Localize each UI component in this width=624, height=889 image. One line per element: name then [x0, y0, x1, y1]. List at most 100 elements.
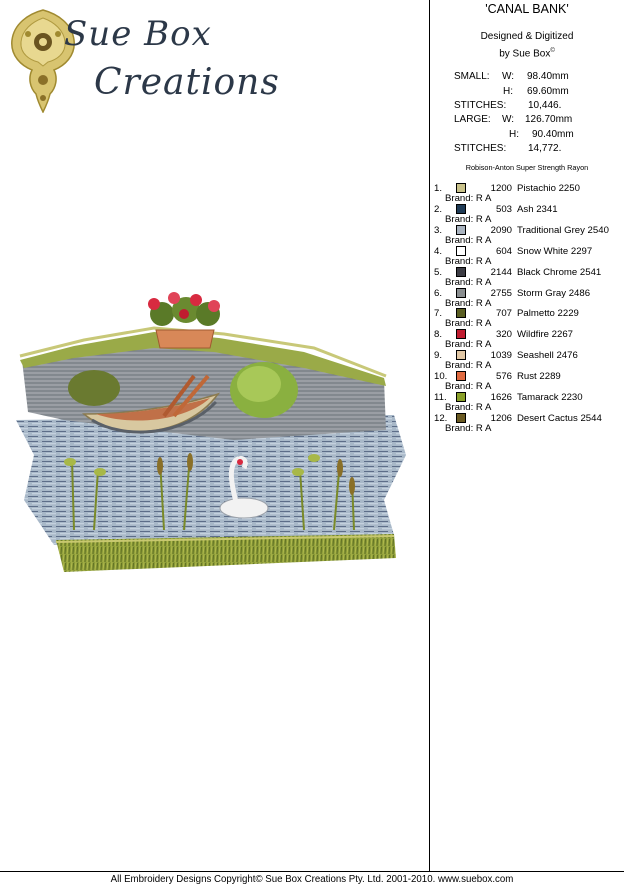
color-code: 320	[495, 329, 512, 341]
small-label: SMALL:	[454, 71, 490, 82]
color-number: 10.	[434, 371, 448, 383]
designed-line2: by Sue Box©	[430, 44, 624, 61]
color-name: Pistachio 2250	[517, 183, 580, 194]
color-swatch	[456, 392, 466, 402]
color-brand: Brand: R A	[445, 193, 492, 204]
small-w-label: W:	[502, 71, 515, 82]
large-stitches-label: STITCHES:	[454, 143, 507, 154]
color-number: 7.	[434, 308, 443, 320]
designed-by: Designed & Digitized by Sue Box©	[430, 30, 624, 61]
large-w-label: W:	[502, 114, 515, 125]
color-brand: Brand: R A	[445, 339, 492, 351]
color-swatch	[456, 308, 466, 319]
color-brand: Brand: R A	[445, 297, 492, 309]
color-name: Palmetto 2229	[517, 308, 579, 320]
color-number: 3.	[434, 224, 443, 236]
color-code: 576	[495, 371, 512, 383]
color-brand: Brand: R A	[445, 360, 492, 372]
copyright-footer: All Embroidery Designs Copyright© Sue Bo…	[110, 874, 514, 885]
large-label: LARGE:	[454, 114, 491, 125]
color-code: 1039	[490, 350, 512, 362]
color-swatch	[456, 371, 466, 382]
color-number: 1.	[434, 183, 443, 194]
large-stitches: 14,772.	[528, 143, 562, 154]
color-brand: Brand: R A	[445, 381, 492, 393]
color-name: Traditional Grey 2540	[517, 224, 609, 236]
small-stitches: 10,446.	[528, 100, 562, 111]
color-swatch	[456, 287, 466, 298]
color-swatch	[456, 245, 466, 256]
color-code: 707	[495, 308, 512, 320]
lace-ornament-icon	[11, 9, 75, 113]
color-code: 2090	[490, 224, 512, 236]
color-brand: Brand: R A	[445, 402, 492, 413]
design-title: 'CANAL BANK'	[485, 2, 569, 16]
small-height: 69.60mm	[527, 86, 569, 97]
color-code: 503	[495, 203, 512, 215]
color-code: 2144	[490, 266, 512, 278]
color-number: 8.	[434, 329, 443, 341]
thread-brand: Robison-Anton Super Strength Rayon	[465, 163, 589, 172]
color-brand: Brand: R A	[445, 255, 492, 267]
color-number: 9.	[434, 350, 443, 362]
logo-text-line1: Sue Box	[64, 14, 212, 54]
company-logo: Sue Box Creations	[8, 6, 279, 116]
color-name: Ash 2341	[517, 203, 558, 215]
embroidery-design-image	[14, 290, 414, 580]
color-name: Wildfire 2267	[517, 329, 573, 341]
color-number: 11.	[434, 392, 447, 403]
color-number: 4.	[434, 245, 443, 257]
color-number: 5.	[434, 266, 443, 278]
color-code: 1200	[490, 183, 512, 194]
color-code: 604	[495, 245, 512, 257]
color-name: Rust 2289	[517, 371, 561, 383]
color-name: Desert Cactus 2544	[517, 412, 602, 424]
large-height: 90.40mm	[532, 129, 574, 140]
color-swatch	[456, 266, 466, 277]
color-swatch	[456, 412, 466, 423]
vertical-divider	[429, 0, 430, 872]
color-swatch	[456, 329, 466, 340]
color-brand: Brand: R A	[445, 213, 492, 225]
small-width: 98.40mm	[527, 71, 569, 82]
color-name: Seashell 2476	[517, 350, 578, 362]
color-number: 6.	[434, 287, 443, 299]
color-number: 12.	[434, 412, 448, 424]
footer-divider	[0, 871, 624, 872]
large-h-label: H:	[509, 129, 519, 140]
color-swatch	[456, 203, 466, 214]
large-width: 126.70mm	[525, 114, 573, 125]
color-name: Black Chrome 2541	[517, 266, 602, 278]
small-stitches-label: STITCHES:	[454, 100, 507, 111]
color-brand: Brand: R A	[445, 234, 492, 246]
color-number: 2.	[434, 203, 443, 215]
color-code: 2755	[490, 287, 512, 299]
color-brand: Brand: R A	[445, 422, 492, 434]
copyright-mark: ©	[550, 48, 555, 54]
color-brand: Brand: R A	[445, 276, 492, 288]
color-name: Snow White 2297	[517, 245, 593, 257]
color-name: Storm Gray 2486	[517, 287, 591, 299]
designer-name: by Sue Box	[499, 48, 551, 60]
color-swatch	[456, 350, 466, 361]
canal-bank-scene	[16, 292, 406, 572]
color-swatch	[456, 224, 466, 235]
logo-text-line2: Creations	[94, 62, 280, 103]
designed-line1: Designed & Digitized	[480, 31, 574, 42]
color-code: 1206	[490, 412, 512, 424]
small-h-label: H:	[503, 86, 513, 97]
color-code: 1626	[490, 392, 512, 403]
color-name: Tamarack 2230	[517, 392, 583, 403]
